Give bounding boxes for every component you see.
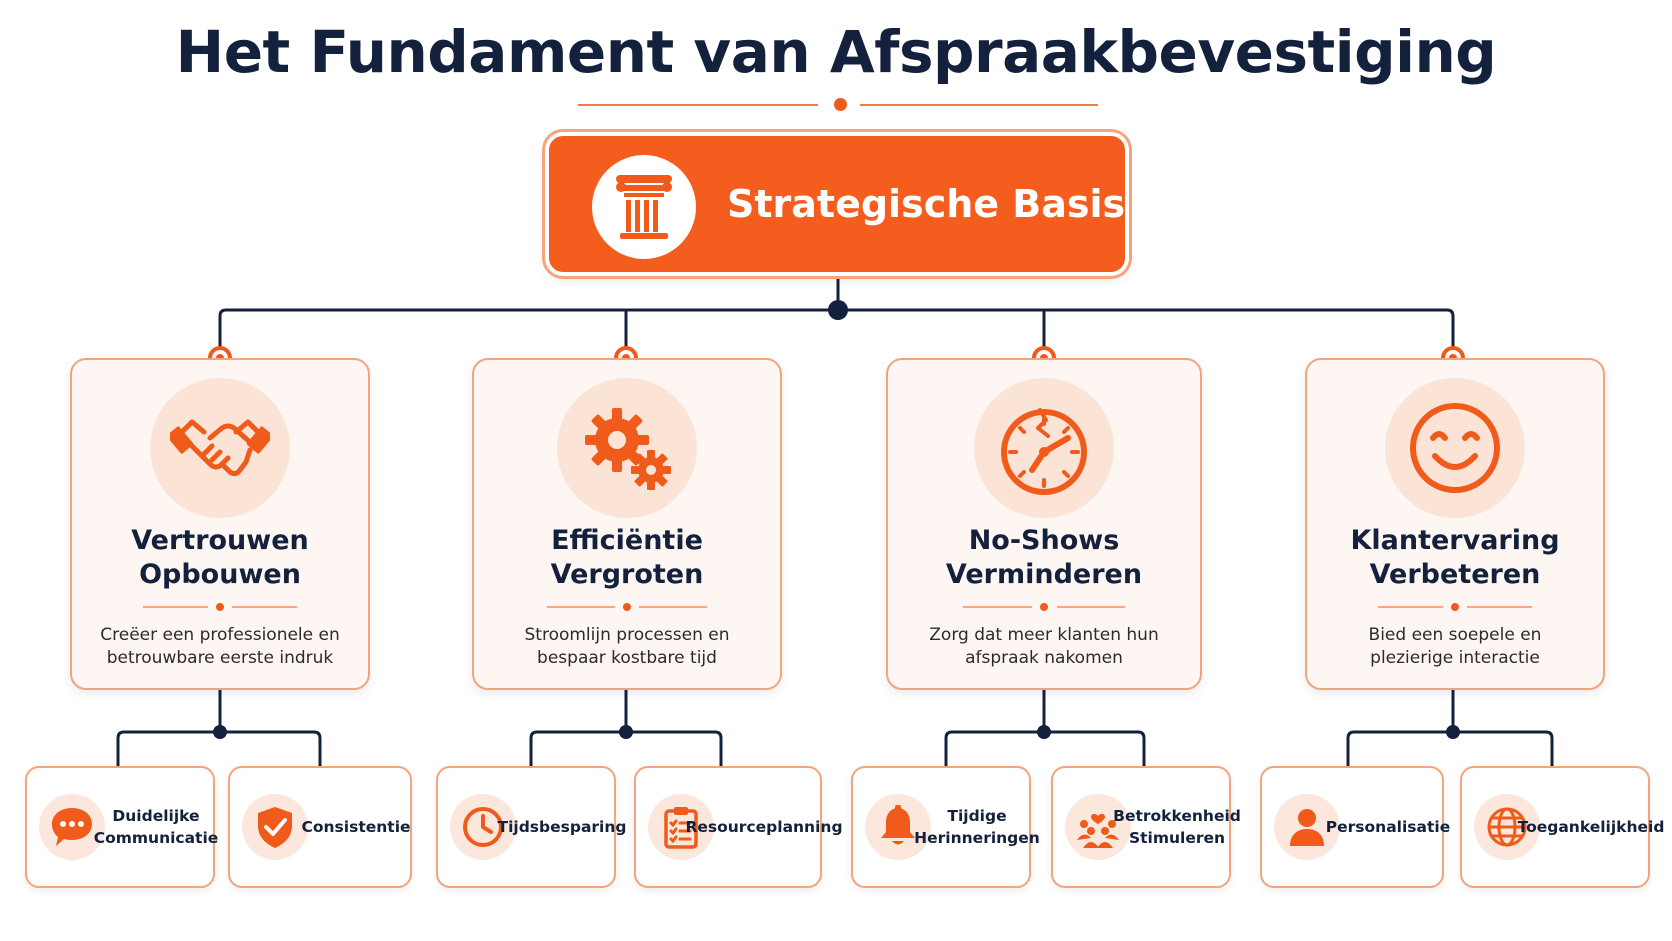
gears-icon [557, 378, 697, 518]
title-rule-right [860, 104, 1098, 106]
handshake-icon [150, 378, 290, 518]
shield-check-icon [242, 794, 308, 860]
card-dot [1040, 603, 1048, 611]
leaf-label: Consistentie [301, 818, 411, 836]
card-rule [1378, 606, 1444, 608]
leaf-label: Personalisatie [1325, 818, 1451, 836]
card-dot [216, 603, 224, 611]
leaf-consistency: Consistentie [228, 766, 412, 888]
card-rule [547, 606, 615, 608]
card-rule [231, 606, 297, 608]
title-rule-left [578, 104, 818, 106]
root-node: Strategische Basis [549, 136, 1125, 272]
root-label: Strategische Basis [727, 182, 1126, 226]
card-rule [1056, 606, 1126, 608]
chat-bubble-icon [39, 794, 105, 860]
card-rule [143, 606, 209, 608]
card-dot [1451, 603, 1459, 611]
card-rule [1466, 606, 1532, 608]
leaf-personalization: Personalisatie [1260, 766, 1451, 888]
bell-icon [865, 794, 931, 860]
leaf-time-saving: Tijdsbesparing [436, 766, 627, 888]
leaf-label: Resourceplanning [685, 818, 843, 836]
clipboard-checklist-icon [648, 794, 714, 860]
leaf-accessibility: Toegankelijkheid [1460, 766, 1665, 888]
card-dot [623, 603, 631, 611]
person-icon [1274, 794, 1340, 860]
clock-icon [450, 794, 516, 860]
title-dot [834, 98, 847, 111]
card-rule [639, 606, 707, 608]
smiley-icon [1385, 378, 1525, 518]
people-heart-icon [1065, 794, 1131, 860]
pillar-icon [592, 155, 696, 259]
leaf-resource-planning: Resourceplanning [634, 766, 843, 888]
globe-icon [1474, 794, 1540, 860]
leaf-label: Tijdsbesparing [497, 818, 627, 836]
leaf-label: Toegankelijkheid [1517, 818, 1665, 836]
page-title: Het Fundament van Afspraakbevestiging [175, 18, 1497, 86]
broken-clock-icon [974, 378, 1114, 518]
card-rule [962, 606, 1032, 608]
